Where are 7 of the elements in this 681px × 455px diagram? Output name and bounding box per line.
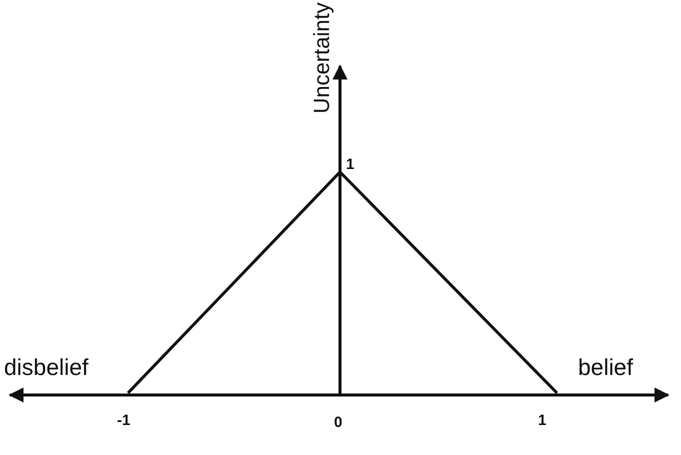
axis-title: Uncertainty bbox=[311, 2, 333, 114]
axis-label: disbelief bbox=[4, 356, 88, 379]
tick-label: 1 bbox=[538, 413, 546, 428]
tick-label: 1 bbox=[346, 157, 354, 172]
tick-label: -1 bbox=[117, 413, 130, 428]
axis-label: belief bbox=[578, 356, 633, 379]
tick-label: 0 bbox=[334, 415, 342, 430]
